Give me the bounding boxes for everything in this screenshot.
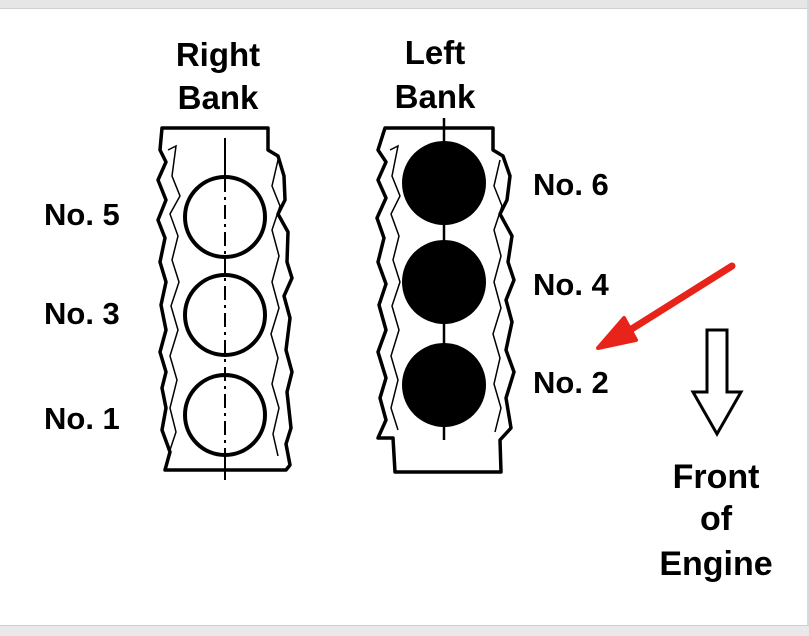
- front-direction-arrow-icon: [690, 328, 744, 438]
- cylinder-label-4: No. 4: [533, 267, 610, 302]
- right-bank-title-line1: Right: [176, 36, 260, 73]
- left-bank-title-line1: Left: [405, 34, 466, 71]
- cylinder-4-circle: [402, 240, 486, 324]
- cylinder-6-circle: [402, 141, 486, 225]
- cylinder-label-2: No. 2: [533, 365, 609, 400]
- cylinder-label-3: No. 3: [44, 296, 120, 331]
- right-bank-title-line2: Bank: [178, 79, 259, 116]
- cylinder-label-1: No. 1: [44, 401, 120, 436]
- bottom-border: [0, 625, 809, 636]
- cylinder-label-6: No. 6: [533, 167, 609, 202]
- cylinder-label-5: No. 5: [44, 197, 120, 232]
- left-bank-title-line2: Bank: [395, 78, 476, 115]
- front-label-line1: Front: [673, 458, 760, 496]
- front-label-line3: Engine: [659, 545, 772, 583]
- cylinder-2-circle: [402, 343, 486, 427]
- front-label-line2: of: [700, 500, 733, 538]
- top-border: [0, 0, 809, 9]
- red-pointer-arrow-icon: [596, 262, 736, 350]
- right-border: [807, 0, 809, 636]
